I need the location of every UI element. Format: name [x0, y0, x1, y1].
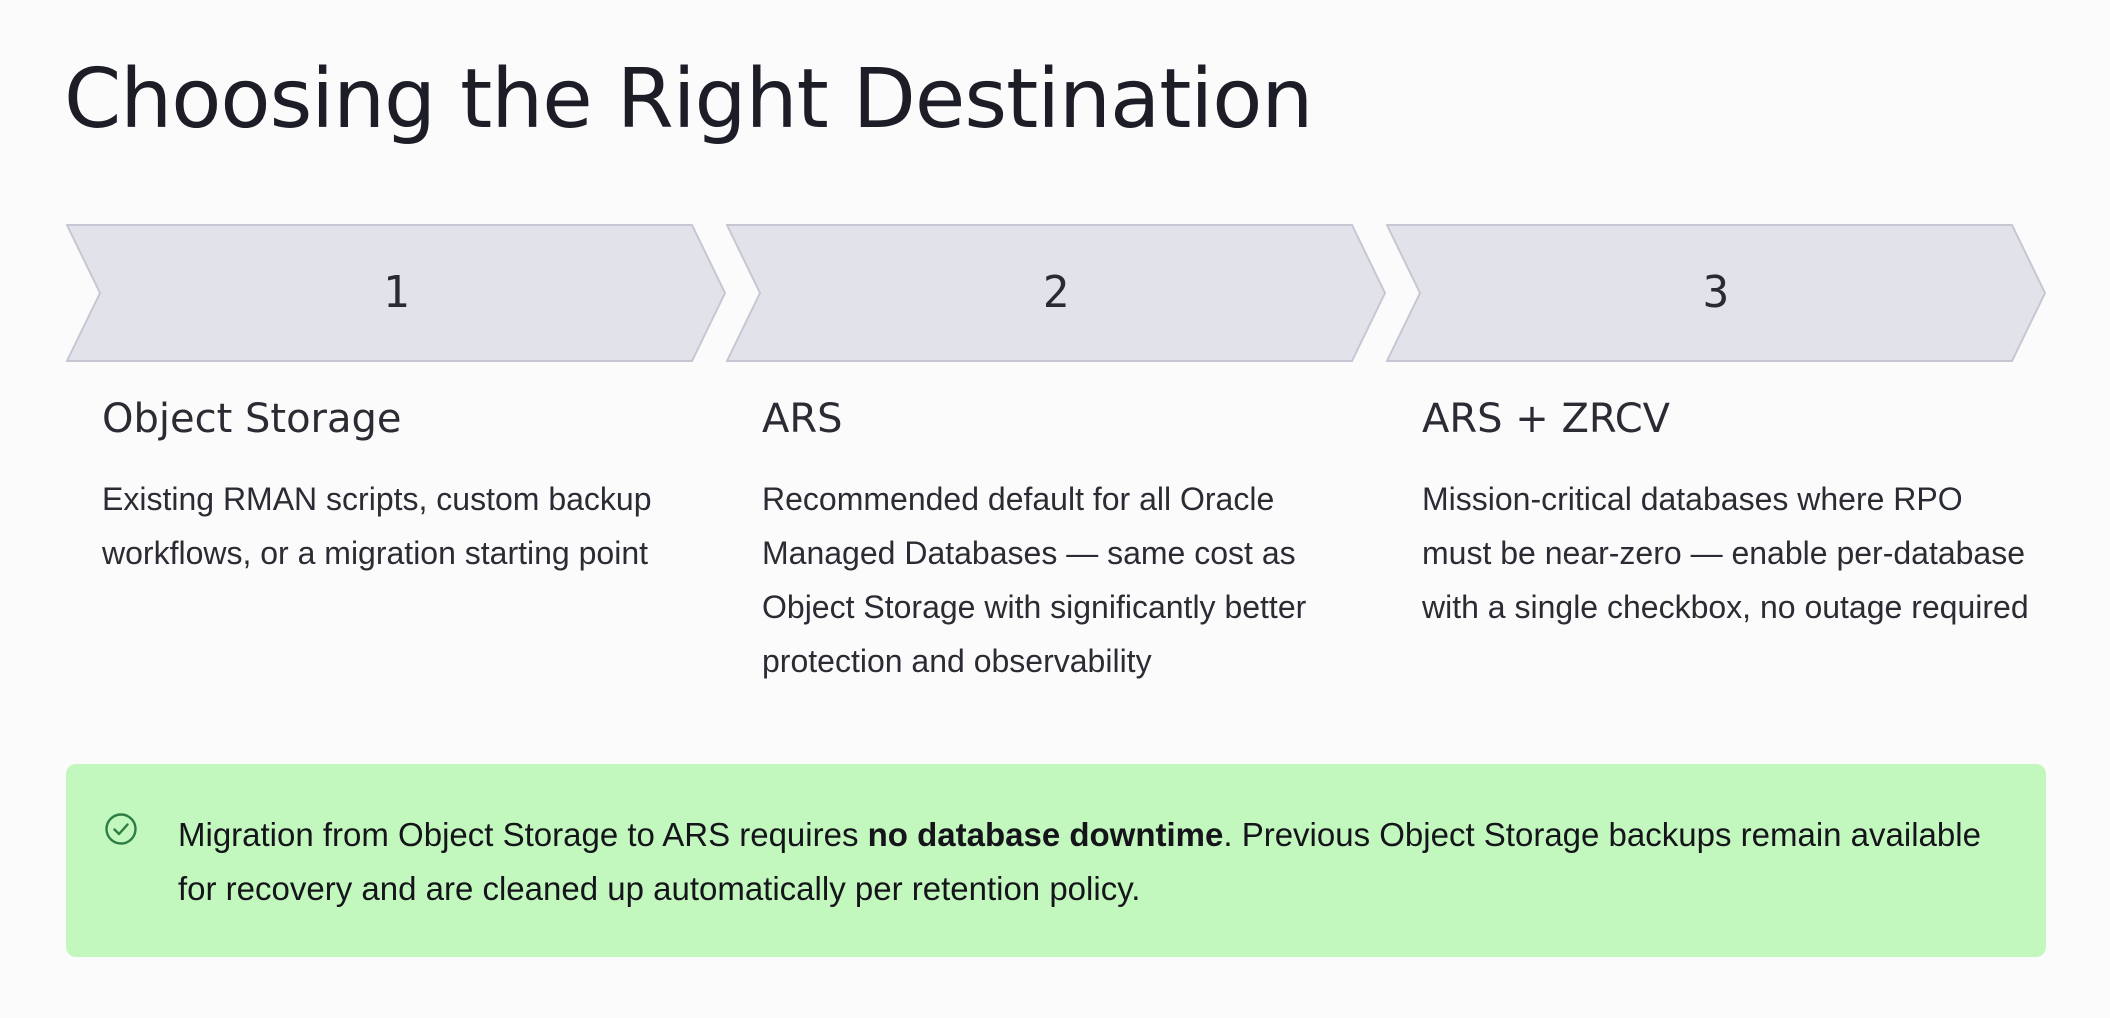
chevron-shape — [726, 224, 1386, 362]
step-chevron: 3 — [1386, 224, 2046, 362]
step-chevron: 1 — [66, 224, 726, 362]
chevron-shape — [66, 224, 726, 362]
step-title: Object Storage — [102, 396, 402, 442]
step-number: 3 — [1702, 267, 1730, 318]
step-1: 1 Object Storage Existing RMAN scripts, … — [66, 224, 726, 571]
step-number: 1 — [382, 267, 410, 318]
page-title: Choosing the Right Destination — [64, 52, 1313, 147]
step-chevron: 2 — [726, 224, 1386, 362]
callout-text-after: . Previous Object Storage backups remain… — [178, 816, 1981, 907]
info-callout: Migration from Object Storage to ARS req… — [66, 764, 2046, 957]
callout-text-before: Migration from Object Storage to ARS req… — [178, 816, 868, 853]
step-number: 2 — [1042, 267, 1070, 318]
callout-text: Migration from Object Storage to ARS req… — [178, 808, 2018, 916]
callout-text-bold: no database downtime — [867, 816, 1224, 853]
step-description: Mission-critical databases where RPO mus… — [1422, 481, 2029, 625]
step-title: ARS — [762, 396, 843, 442]
chevron-shape — [1386, 224, 2046, 362]
check-circle-icon — [105, 813, 137, 845]
step-description: Recommended default for all Oracle Manag… — [762, 481, 1307, 679]
step-title: ARS + ZRCV — [1422, 396, 1670, 442]
step-3: 3 ARS + ZRCV Mission-critical databases … — [1386, 224, 2046, 625]
step-description: Existing RMAN scripts, custom backup wor… — [102, 481, 652, 571]
step-2: 2 ARS Recommended default for all Oracle… — [726, 224, 1386, 679]
